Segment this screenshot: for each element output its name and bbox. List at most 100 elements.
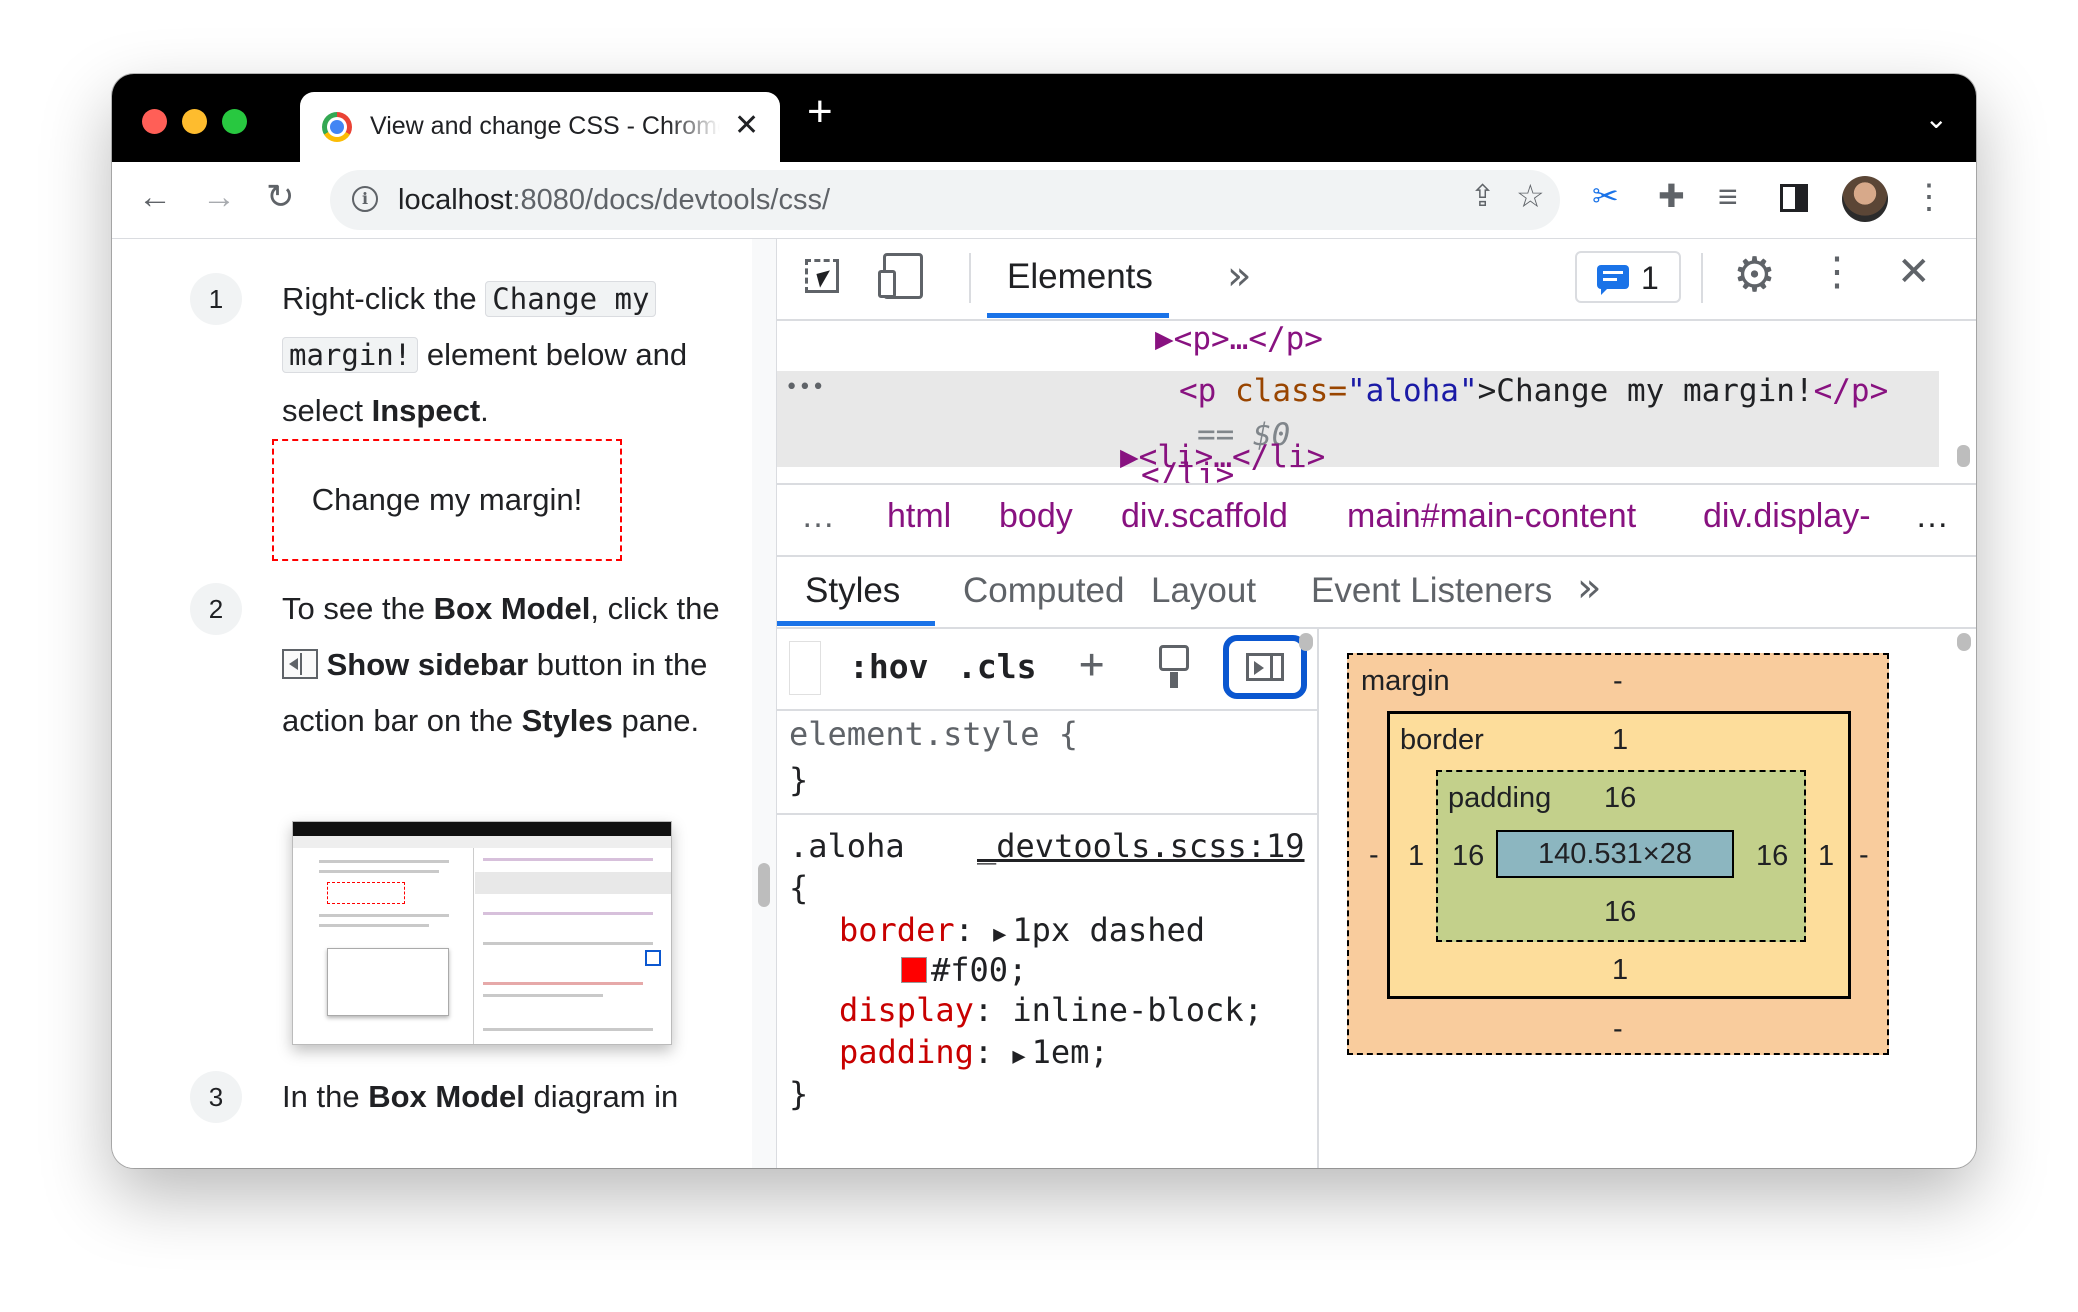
page-scrollbar-thumb[interactable] bbox=[758, 863, 770, 907]
settings-gear-icon[interactable]: ⚙ bbox=[1733, 249, 1777, 302]
margin-label: margin bbox=[1361, 665, 1450, 697]
dom-scrollbar-thumb[interactable] bbox=[1957, 445, 1970, 467]
breadcrumb-div-display[interactable]: div.display- bbox=[1703, 497, 1871, 535]
styles-action-bar: :hov .cls + bbox=[777, 629, 1317, 711]
thumbnail-divider bbox=[473, 848, 474, 1044]
display-property[interactable]: display bbox=[839, 991, 974, 1029]
padding-left-value[interactable]: 16 bbox=[1452, 840, 1485, 872]
devtools-menu-icon[interactable]: ⋮ bbox=[1817, 250, 1857, 294]
margin-left-value[interactable]: - bbox=[1369, 839, 1379, 871]
tab-elements[interactable]: Elements bbox=[1007, 257, 1153, 296]
padding-right-value[interactable]: 16 bbox=[1756, 840, 1789, 872]
cls-button[interactable]: .cls bbox=[957, 647, 1037, 686]
new-tab-icon[interactable]: + bbox=[807, 87, 833, 136]
border-declaration[interactable]: border: ▶1px dashed bbox=[839, 911, 1206, 949]
dom-scrollbar[interactable] bbox=[1950, 321, 1976, 481]
share-icon[interactable]: ⇪ bbox=[1470, 180, 1496, 213]
tab-styles[interactable]: Styles bbox=[805, 571, 901, 610]
zoom-window-button[interactable] bbox=[222, 109, 247, 134]
filter-input[interactable] bbox=[789, 641, 821, 695]
new-style-rule-icon[interactable]: + bbox=[1079, 639, 1105, 688]
close-devtools-icon[interactable]: ✕ bbox=[1897, 250, 1931, 294]
step-text: To see the Box Model, click the Show sid… bbox=[282, 581, 722, 749]
address-bar[interactable]: i localhost:8080/docs/devtools/css/ ⇪ ☆ bbox=[330, 170, 1560, 230]
breadcrumb-more[interactable]: … bbox=[1915, 497, 1949, 535]
tab-event-listeners[interactable]: Event Listeners bbox=[1311, 571, 1553, 610]
breadcrumb-ellipsis[interactable]: … bbox=[801, 497, 835, 535]
dom-node-p-collapsed[interactable]: ▶<p>…</p> bbox=[1155, 321, 1323, 357]
breadcrumb-body[interactable]: body bbox=[999, 497, 1073, 535]
more-subtabs-chevron-icon[interactable]: » bbox=[1577, 565, 1602, 611]
border-color-value[interactable]: #f00; bbox=[931, 951, 1028, 989]
site-info-icon[interactable]: i bbox=[352, 186, 378, 212]
reload-icon[interactable]: ↻ bbox=[266, 178, 295, 216]
reading-list-icon[interactable]: ≡ bbox=[1718, 178, 1738, 216]
box-model-scrollbar-thumb[interactable] bbox=[1957, 633, 1971, 651]
close-tab-icon[interactable]: ✕ bbox=[734, 109, 760, 142]
styles-scrollbar-thumb[interactable] bbox=[1299, 633, 1313, 651]
more-tabs-chevron-icon[interactable]: » bbox=[1227, 253, 1252, 299]
margin-top-value[interactable]: - bbox=[1613, 665, 1623, 697]
tab-layout[interactable]: Layout bbox=[1151, 571, 1257, 610]
back-arrow-icon[interactable]: ← bbox=[138, 178, 172, 216]
scissors-extension-icon[interactable]: ✂ bbox=[1592, 178, 1619, 214]
padding-bottom-value[interactable]: 16 bbox=[1604, 896, 1637, 928]
border-right-value[interactable]: 1 bbox=[1818, 840, 1835, 872]
dom-row-ellipsis[interactable]: ••• bbox=[785, 375, 825, 400]
step-text-part: , click the bbox=[590, 591, 720, 626]
url-text[interactable]: localhost:8080/docs/devtools/css/ bbox=[398, 184, 830, 217]
expand-triangle-icon[interactable]: ▶ bbox=[993, 922, 1007, 947]
change-my-margin-demo[interactable]: Change my margin! bbox=[272, 439, 622, 561]
extensions-puzzle-icon[interactable]: ✚ bbox=[1658, 178, 1685, 214]
aloha-source-link[interactable]: _devtools.scss:19 bbox=[977, 827, 1305, 865]
bookmark-star-icon[interactable]: ☆ bbox=[1516, 178, 1545, 214]
expand-triangle-icon[interactable]: ▶ bbox=[1012, 1044, 1026, 1069]
padding-property[interactable]: padding bbox=[839, 1033, 974, 1071]
border-property[interactable]: border bbox=[839, 911, 955, 949]
padding-declaration[interactable]: padding: ▶1em; bbox=[839, 1033, 1109, 1071]
browser-menu-icon[interactable]: ⋮ bbox=[1912, 178, 1946, 216]
show-sidebar-button[interactable] bbox=[1223, 635, 1307, 699]
padding-value[interactable]: 1em; bbox=[1031, 1033, 1109, 1071]
border-bottom-value[interactable]: 1 bbox=[1612, 954, 1629, 986]
element-style-rule[interactable]: element.style { bbox=[789, 715, 1078, 753]
breadcrumb-div-scaffold[interactable]: div.scaffold bbox=[1121, 497, 1288, 535]
breadcrumb-html[interactable]: html bbox=[887, 497, 952, 535]
border-value[interactable]: 1px dashed bbox=[1012, 911, 1206, 949]
aloha-close-brace: } bbox=[789, 1075, 809, 1113]
browser-content: 1 Right-click the Change my margin! elem… bbox=[112, 239, 1976, 1168]
margin-right-value[interactable]: - bbox=[1859, 839, 1869, 871]
box-model-border[interactable]: border 1 1 1 1 padding 16 16 16 16 140.5… bbox=[1387, 711, 1851, 999]
tab-search-chevron-icon[interactable]: ⌄ bbox=[1924, 103, 1948, 134]
dom-node-p-selected[interactable]: <p class="aloha">Change my margin!</p> bbox=[1179, 373, 1888, 409]
device-toolbar-icon[interactable] bbox=[878, 253, 923, 299]
color-swatch-icon[interactable] bbox=[901, 957, 927, 983]
minimize-window-button[interactable] bbox=[182, 109, 207, 134]
issues-badge-button[interactable]: 1 bbox=[1575, 251, 1681, 303]
dom-node-li-collapsed[interactable]: ▶<li>…</li> bbox=[1120, 439, 1326, 475]
breadcrumb-main-content[interactable]: main#main-content bbox=[1347, 497, 1637, 535]
padding-top-value[interactable]: 16 bbox=[1604, 782, 1637, 814]
page-scrollbar[interactable] bbox=[752, 239, 777, 1168]
padding-label: padding bbox=[1448, 782, 1552, 814]
aloha-open-brace: { bbox=[789, 869, 809, 907]
side-panel-icon[interactable] bbox=[1780, 184, 1808, 212]
box-model-content[interactable]: 140.531×28 bbox=[1496, 830, 1734, 878]
box-model-padding[interactable]: padding 16 16 16 16 140.531×28 bbox=[1436, 770, 1806, 942]
close-window-button[interactable] bbox=[142, 109, 167, 134]
inspect-element-icon[interactable] bbox=[805, 259, 839, 293]
aloha-selector[interactable]: .aloha bbox=[789, 827, 905, 865]
tab-computed[interactable]: Computed bbox=[963, 571, 1125, 610]
display-value[interactable]: inline-block; bbox=[1012, 991, 1263, 1029]
display-declaration[interactable]: display: inline-block; bbox=[839, 991, 1263, 1029]
margin-bottom-value[interactable]: - bbox=[1613, 1013, 1623, 1045]
box-model-margin[interactable]: margin - - - - border 1 1 1 1 padding 16 bbox=[1347, 653, 1889, 1055]
border-top-value[interactable]: 1 bbox=[1612, 724, 1629, 756]
forward-arrow-icon[interactable]: → bbox=[202, 178, 236, 216]
hov-button[interactable]: :hov bbox=[849, 647, 929, 686]
border-left-value[interactable]: 1 bbox=[1408, 840, 1425, 872]
border-color-declaration[interactable]: #f00; bbox=[901, 951, 1027, 989]
profile-avatar[interactable] bbox=[1842, 176, 1888, 222]
paint-brush-icon[interactable] bbox=[1159, 645, 1189, 688]
browser-tab-active[interactable]: View and change CSS - Chrome ✕ bbox=[300, 92, 780, 162]
